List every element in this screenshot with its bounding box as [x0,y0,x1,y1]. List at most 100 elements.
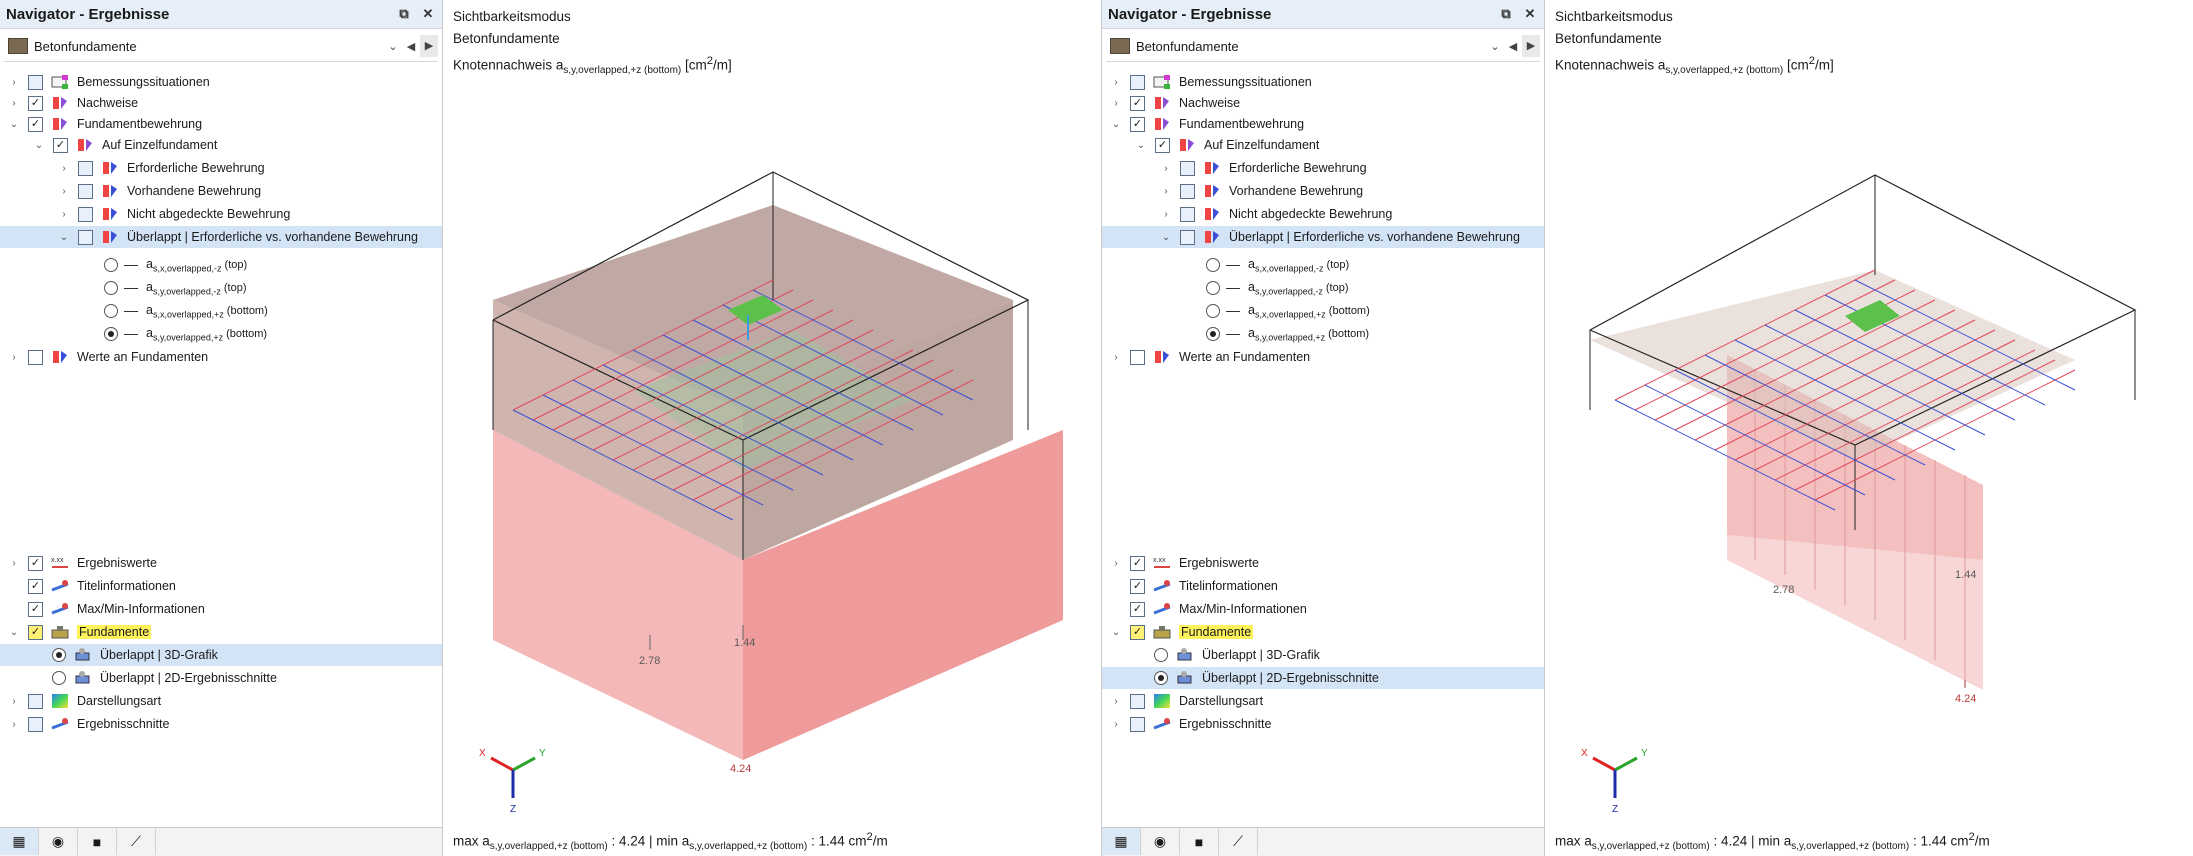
radio-button[interactable] [104,258,118,272]
chevron-right-icon[interactable]: › [62,208,66,220]
checkbox[interactable]: ✓ [28,601,43,617]
radio-button[interactable] [1206,304,1220,318]
tree-item-erforderliche[interactable]: › Erforderliche Bewehrung [1102,157,1544,179]
tree-item-3d-grafik[interactable]: Überlappt | 3D-Grafik [0,644,442,666]
radio-button-selected[interactable] [1154,671,1168,685]
chevron-down-icon[interactable]: ⌄ [59,231,69,243]
checkbox[interactable]: ✓ [1155,137,1170,153]
tree-item-darstellungsart[interactable]: › Darstellungsart [0,690,442,712]
close-icon[interactable]: ✕ [1524,6,1536,21]
chevron-down-icon[interactable]: ⌄ [388,40,398,53]
result-type-combo[interactable]: Betonfundamente ⌄ ◀ ▶ [1106,31,1540,62]
checkbox[interactable]: ✓ [53,137,68,153]
chevron-right-icon[interactable]: › [12,718,16,730]
checkbox[interactable]: ✓ [28,116,43,132]
checkbox[interactable] [1180,183,1195,199]
tree-item-asy-top[interactable]: as,y,overlapped,-z (top) [0,277,442,299]
checkbox[interactable] [28,693,43,709]
chevron-right-icon[interactable]: › [12,97,16,109]
camera-icon[interactable]: ■ [1180,828,1219,855]
chevron-right-icon[interactable]: › [1114,76,1118,88]
checkbox[interactable]: ✓ [28,95,43,111]
arrow-left-icon[interactable]: ◀ [1508,40,1518,53]
checkbox[interactable] [1180,206,1195,222]
tree-item-asx-top[interactable]: as,x,overlapped,-z (top) [1102,254,1544,276]
tree-item-nicht-abgedeckte[interactable]: › Nicht abgedeckte Bewehrung [1102,203,1544,225]
chevron-right-icon[interactable]: › [12,557,16,569]
chevron-down-icon[interactable]: ⌄ [1111,626,1121,638]
chevron-down-icon[interactable]: ⌄ [1161,231,1171,243]
chevron-right-icon[interactable]: › [62,162,66,174]
checkbox[interactable]: ✓ [1130,95,1145,111]
checkbox[interactable] [1180,160,1195,176]
tree-item-erforderliche[interactable]: › Erforderliche Bewehrung [0,157,442,179]
eye-icon[interactable]: ◉ [39,828,78,855]
checkbox[interactable]: ✓ [28,624,43,640]
checkbox[interactable]: ✓ [1130,578,1145,594]
tree-item-ueberlappt[interactable]: ⌄ Überlappt | Erforderliche vs. vorhande… [1102,226,1544,248]
pin-icon[interactable]: ⧉ [1501,6,1511,21]
checkbox[interactable]: ✓ [28,578,43,594]
tree-item-bemessungssituationen[interactable]: › Bemessungssituationen [1102,71,1544,93]
checkbox[interactable]: ✓ [1130,116,1145,132]
tree-item-werte[interactable]: › Werte an Fundamenten [0,346,442,368]
tree-item-darstellungsart[interactable]: › Darstellungsart [1102,690,1544,712]
tree-item-auf-einzelfundament[interactable]: ⌄ ✓ Auf Einzelfundament [1102,134,1544,156]
checkbox[interactable]: ✓ [1130,624,1145,640]
chevron-right-icon[interactable]: › [1164,208,1168,220]
tree-item-3d-grafik[interactable]: Überlappt | 3D-Grafik [1102,644,1544,666]
tree-item-werte[interactable]: › Werte an Fundamenten [1102,346,1544,368]
viewport-3d[interactable]: Sichtbarkeitsmodus Betonfundamente Knote… [443,0,1100,856]
tree-item-bemessungssituationen[interactable]: › Bemessungssituationen [0,71,442,93]
chevron-right-icon[interactable]: › [1164,162,1168,174]
tree-item-auf-einzelfundament[interactable]: ⌄ ✓ Auf Einzelfundament [0,134,442,156]
checkbox[interactable] [78,206,93,222]
tree-item-ergebnisschnitte[interactable]: › Ergebnisschnitte [1102,713,1544,735]
radio-button[interactable] [104,281,118,295]
chevron-right-icon[interactable]: › [1114,557,1118,569]
chevron-right-icon[interactable]: › [1114,718,1118,730]
tree-item-2d-schnitte[interactable]: Überlappt | 2D-Ergebnisschnitte [1102,667,1544,689]
checkbox[interactable] [1180,229,1195,245]
checkbox[interactable] [28,716,43,732]
tree-item-ergebniswerte[interactable]: › ✓ x.xx Ergebniswerte [1102,552,1544,574]
chevron-down-icon[interactable]: ⌄ [1136,139,1146,151]
checkbox[interactable] [1130,349,1145,365]
chevron-down-icon[interactable]: ⌄ [9,626,19,638]
radio-button-selected[interactable] [52,648,66,662]
result-type-combo[interactable]: Betonfundamente ⌄ ◀ ▶ [4,31,438,62]
tree-item-ergebniswerte[interactable]: › ✓ x.xx Ergebniswerte [0,552,442,574]
checkbox[interactable]: ✓ [1130,601,1145,617]
tree-item-ergebnisschnitte[interactable]: › Ergebnisschnitte [0,713,442,735]
chevron-right-icon[interactable]: › [1114,97,1118,109]
radio-button[interactable] [104,304,118,318]
radio-button[interactable] [1206,258,1220,272]
checkbox[interactable] [78,183,93,199]
checkbox[interactable] [28,349,43,365]
checkbox[interactable]: ✓ [28,555,43,571]
chevron-down-icon[interactable]: ⌄ [34,139,44,151]
checkbox[interactable] [1130,693,1145,709]
tree-item-vorhandene[interactable]: › Vorhandene Bewehrung [0,180,442,202]
data-icon[interactable]: ▦ [0,828,39,855]
camera-icon[interactable]: ■ [78,828,117,855]
arrow-left-icon[interactable]: ◀ [406,40,416,53]
checkbox[interactable] [1130,716,1145,732]
tree-item-asx-bottom[interactable]: as,x,overlapped,+z (bottom) [0,300,442,322]
tree-item-asy-bottom[interactable]: as,y,overlapped,+z (bottom) [0,323,442,345]
tree-item-nicht-abgedeckte[interactable]: › Nicht abgedeckte Bewehrung [0,203,442,225]
tree-item-fundamente[interactable]: ⌄ ✓ Fundamente [0,621,442,643]
checkbox[interactable] [1130,74,1145,90]
radio-button[interactable] [52,671,66,685]
arrow-right-icon[interactable]: ▶ [1522,35,1540,57]
chevron-right-icon[interactable]: › [1114,351,1118,363]
tree-item-maxmin[interactable]: ✓ Max/Min-Informationen [1102,598,1544,620]
tree-item-asy-bottom[interactable]: as,y,overlapped,+z (bottom) [1102,323,1544,345]
tree-item-asx-bottom[interactable]: as,x,overlapped,+z (bottom) [1102,300,1544,322]
tree-item-ueberlappt[interactable]: ⌄ Überlappt | Erforderliche vs. vorhande… [0,226,442,248]
chevron-down-icon[interactable]: ⌄ [1111,118,1121,130]
checkbox[interactable]: ✓ [1130,555,1145,571]
checkbox[interactable] [78,160,93,176]
data-icon[interactable]: ▦ [1102,828,1141,855]
radio-button-selected[interactable] [104,327,118,341]
